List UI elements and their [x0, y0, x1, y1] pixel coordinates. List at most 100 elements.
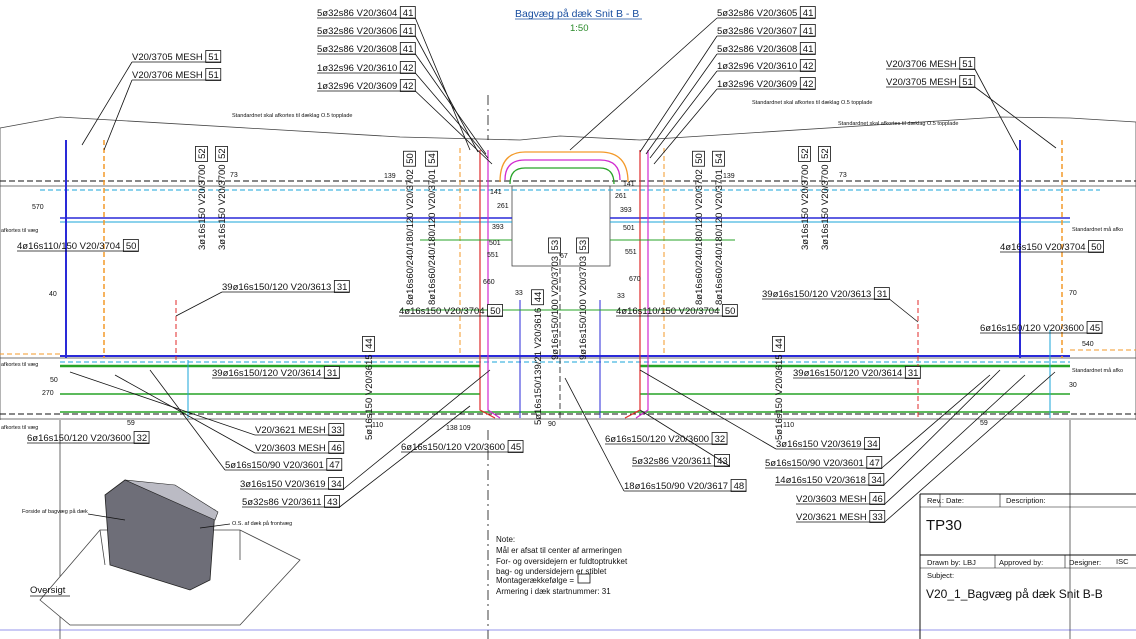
position-number-box	[399, 42, 416, 55]
callout-text: 3ø16s150 V20/3619	[776, 439, 862, 450]
callout-text: 5ø16s150/90 V20/3601	[765, 458, 864, 469]
position-number-box	[195, 146, 208, 162]
rebar-layer	[0, 140, 1136, 420]
vertical-label-text: 8ø16s60/240/180/120 V20/3701	[714, 169, 725, 305]
rebar-callout: V20/3603 MESH 46	[114, 374, 345, 454]
position-number: 42	[403, 63, 414, 74]
callout-text: 5ø32s86 V20/3611	[632, 456, 712, 467]
position-number: 42	[803, 79, 814, 90]
leader-line	[974, 68, 1019, 151]
dimension-value: 551	[487, 252, 499, 259]
leader-line	[103, 79, 133, 151]
callout-text: 14ø16s150 V20/3618	[775, 475, 866, 486]
position-number-box	[487, 304, 503, 317]
leader-line	[414, 17, 471, 151]
position-number: 31	[327, 368, 338, 379]
position-number-box	[323, 366, 340, 379]
callout-text: 5ø32s86 V20/3611	[242, 497, 322, 508]
leader-line	[883, 369, 1001, 486]
callout-text: 3ø16s150 V20/3619	[240, 479, 326, 490]
overview-os-label: O.S. af dæk på frontvæg	[232, 520, 292, 527]
position-number: 52	[820, 148, 831, 159]
callout-text: 39ø16s150/120 V20/3613	[222, 282, 331, 293]
vertical-rebar-label: 5ø16s150/139/21 V20/3616 44	[531, 289, 544, 425]
position-number: 51	[962, 77, 973, 88]
position-number: 34	[871, 475, 882, 486]
callout-text: 39ø16s150/120 V20/3613	[762, 289, 871, 300]
leader-line	[639, 369, 777, 450]
position-number-box	[798, 146, 811, 162]
small-note: afkortes til væg	[1, 425, 38, 431]
vertical-label-text: 8ø16s60/240/180/120 V20/3702	[694, 169, 705, 305]
position-number: 31	[877, 289, 888, 300]
callout-text: 39ø16s150/120 V20/3614	[212, 368, 321, 379]
position-number: 51	[208, 52, 219, 63]
project-name: TP30	[926, 517, 962, 534]
leader-line	[974, 86, 1057, 149]
callout-text: 39ø16s150/120 V20/3614	[793, 368, 902, 379]
callout-text: 5ø32s86 V20/3606	[317, 26, 397, 37]
position-number: 47	[329, 460, 340, 471]
dimension-value: 141	[490, 189, 502, 196]
callout-text: 5ø32s86 V20/3605	[717, 8, 797, 19]
leader-line	[149, 369, 226, 471]
position-number-box	[326, 458, 343, 471]
small-note: Standardnet skal afkortes til dæklag O.5…	[838, 121, 958, 127]
position-number: 42	[803, 61, 814, 72]
dimension-value: 138	[446, 425, 458, 432]
vertical-label-text: 5ø16s150/139/21 V20/3616	[533, 308, 544, 425]
drawing-title: Bagvæg på dæk Snit B - B	[515, 8, 639, 20]
position-number-box	[399, 24, 416, 37]
position-number: 31	[337, 282, 348, 293]
callout-text: V20/3621 MESH	[796, 512, 867, 523]
small-note: Standardnet skal afkortes til dæklag O.5…	[232, 113, 352, 119]
position-number: 33	[872, 512, 883, 523]
position-number: 51	[208, 70, 219, 81]
callout-text: V20/3603 MESH	[255, 443, 326, 454]
vertical-label-text: 9ø16s150/100 V20/3703	[578, 256, 589, 360]
position-number-box	[1088, 240, 1104, 253]
callout-text: 1ø32s96 V20/3610	[717, 61, 797, 72]
position-number-box	[799, 42, 816, 55]
leader-line	[114, 374, 256, 454]
position-number: 53	[550, 240, 561, 251]
position-number-box	[425, 150, 438, 167]
position-number: 46	[331, 443, 342, 454]
position-number-box	[868, 473, 885, 486]
approved-by-label: Approved by:	[999, 558, 1043, 567]
position-number-box	[721, 304, 738, 317]
position-number: 44	[533, 292, 544, 303]
position-number-box	[122, 239, 139, 252]
dimension-value: 73	[230, 172, 238, 179]
position-number-box	[548, 237, 561, 254]
dimension-value: 393	[620, 207, 632, 214]
small-note: afkortes til væg	[1, 228, 38, 234]
leader-line	[414, 35, 479, 153]
position-number-box	[328, 441, 345, 454]
rebar-callout: 1ø32s96 V20/3610 42	[649, 59, 816, 159]
position-number: 32	[715, 434, 726, 445]
dimension-value: 59	[980, 420, 988, 427]
position-number-box	[507, 440, 524, 453]
rev-label: Rev.:	[927, 496, 944, 505]
date-label: Date:	[946, 496, 964, 505]
